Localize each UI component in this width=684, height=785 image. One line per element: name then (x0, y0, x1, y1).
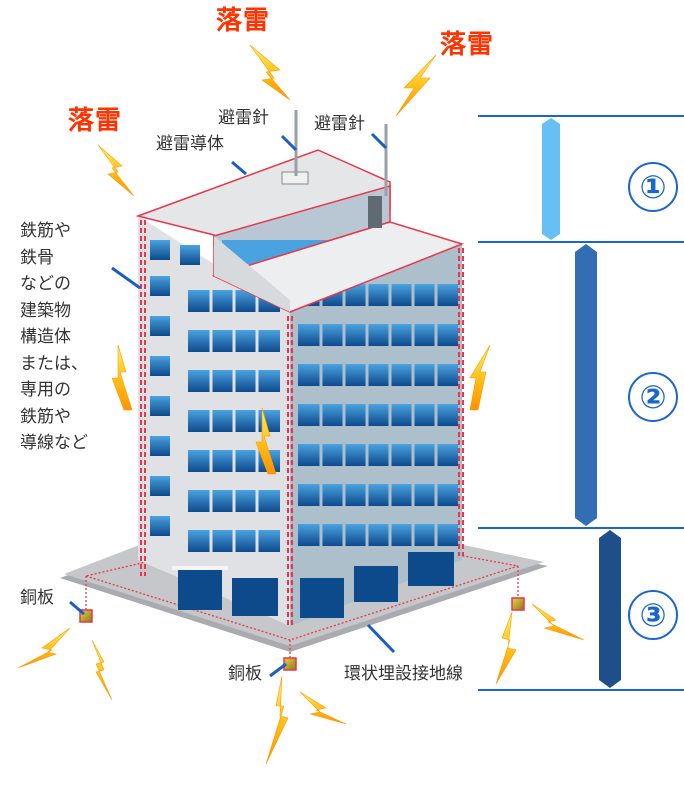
structure-note: 鉄筋や 鉄骨 などの 建築物 構造体 または、 専用の 鉄筋や 導線など (20, 221, 88, 453)
lightning-strike-label-center: 落雷 (216, 6, 271, 36)
roof (135, 149, 465, 313)
copper-plate-label-left: 銅板 (20, 588, 54, 608)
lightning-strike-label-right: 落雷 (440, 30, 495, 60)
zone-3-bar (599, 530, 621, 688)
zone-1-number: ① (628, 162, 678, 212)
down-conductors (140, 220, 464, 626)
zone-2-number: ② (628, 372, 678, 422)
down-conductor-label: 避雷導体 (156, 134, 224, 154)
leader-lines (69, 132, 396, 678)
zone-3-number: ③ (628, 590, 678, 640)
lightning-strike-label-left: 落雷 (68, 106, 123, 136)
ring-earth-label: 環状埋設接地線 (344, 664, 463, 684)
zone-2-bar (575, 244, 597, 526)
zone-1-bar (542, 118, 560, 240)
building-right-face (290, 244, 462, 626)
copper-plate-label-bottom: 銅板 (228, 664, 262, 684)
lightning-rod-label-1: 避雷針 (218, 108, 269, 128)
lightning-rod-label-2: 避雷針 (314, 114, 365, 134)
copper-plate-right (511, 597, 525, 611)
lightning-bolt-icons (17, 44, 585, 765)
zone-lines (478, 115, 684, 691)
